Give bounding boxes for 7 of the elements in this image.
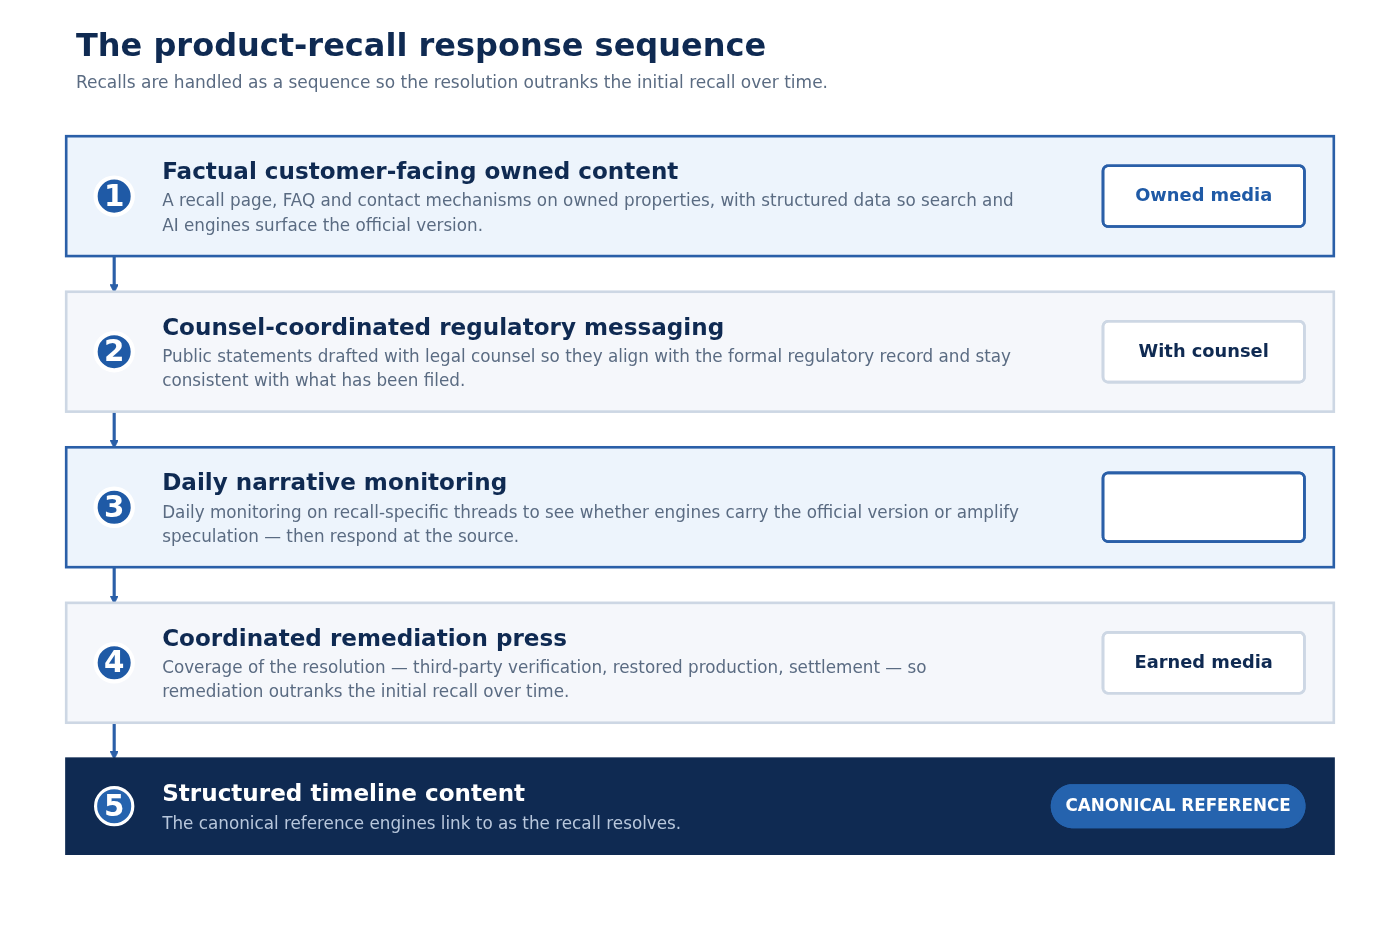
node-circle: 2 — [93, 330, 135, 373]
node-circle: 4 — [93, 642, 135, 684]
node-circle: 3 — [93, 486, 135, 528]
subtitle: Recalls are handled as a sequence so the resolution outranks the initial recall over time. — [76, 72, 829, 92]
node-circle: 5 — [94, 786, 135, 827]
node-circle: 1 — [93, 175, 135, 217]
diagram-title: The product-recall response sequence — [76, 26, 768, 64]
